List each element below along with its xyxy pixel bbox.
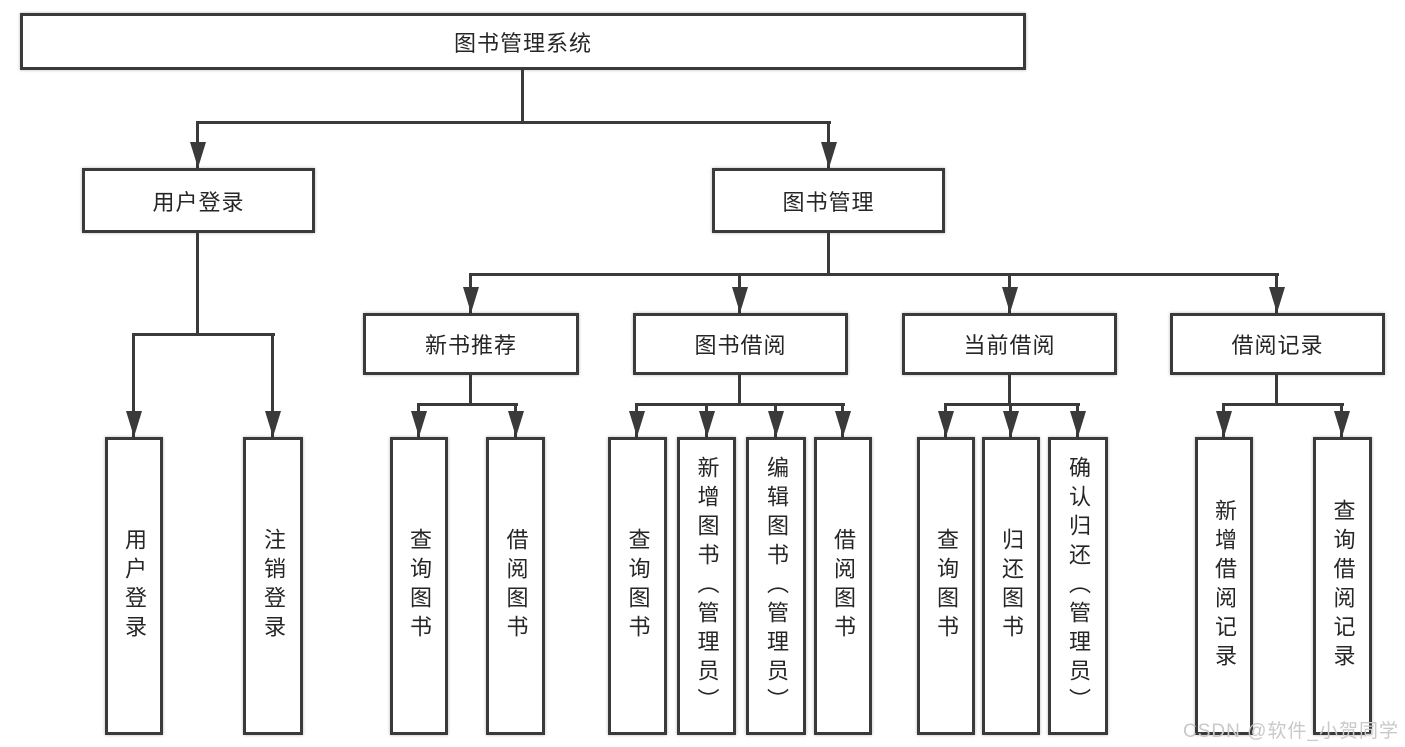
node-book-management: 图书管理 xyxy=(712,168,945,233)
connector-line xyxy=(827,233,830,275)
arrow-down-icon xyxy=(1334,411,1350,437)
leaf-label: 查询图书 xyxy=(407,528,432,644)
arrow-down-icon xyxy=(1002,287,1018,313)
node-label: 图书管理系统 xyxy=(453,30,592,56)
arrow-down-icon xyxy=(411,411,427,437)
arrow-down-icon xyxy=(768,411,784,437)
leaf-logout: 注销登录 xyxy=(243,437,303,735)
node-label: 图书管理 xyxy=(782,189,875,215)
leaf-query-books-current: 查询图书 xyxy=(917,437,975,735)
leaf-label: 查询借阅记录 xyxy=(1330,499,1356,673)
leaf-label: 编辑图书（管理员） xyxy=(764,455,789,717)
arrow-down-icon xyxy=(265,411,281,437)
node-user-login: 用户登录 xyxy=(82,168,315,233)
node-label: 新书推荐 xyxy=(424,333,517,358)
connector-line xyxy=(469,273,1279,276)
leaf-query-books-borrow: 查询图书 xyxy=(608,437,667,735)
leaf-add-borrow-record: 新增借阅记录 xyxy=(1195,437,1253,735)
leaf-label: 用户登录 xyxy=(122,528,147,644)
connector-line xyxy=(944,403,1080,406)
node-label: 当前借阅 xyxy=(963,333,1056,358)
arrow-down-icon xyxy=(1003,411,1019,437)
arrow-down-icon xyxy=(463,287,479,313)
connector-line xyxy=(1008,375,1011,405)
arrow-down-icon xyxy=(190,142,206,168)
connector-line xyxy=(196,233,199,335)
connector-line xyxy=(417,403,518,406)
leaf-label: 确认归还（管理员） xyxy=(1066,455,1091,717)
connector-line xyxy=(271,335,274,437)
node-library-management-system: 图书管理系统 xyxy=(20,13,1026,70)
connector-line xyxy=(521,70,524,123)
arrow-down-icon xyxy=(1216,411,1232,437)
leaf-confirm-return-admin: 确认归还（管理员） xyxy=(1048,437,1108,735)
connector-line xyxy=(469,375,472,405)
connector-line xyxy=(196,121,831,124)
connector-line xyxy=(132,333,275,336)
arrow-down-icon xyxy=(835,411,851,437)
leaf-borrow-book-recommend: 借阅图书 xyxy=(486,437,545,735)
node-label: 用户登录 xyxy=(152,189,245,215)
leaf-label: 新增借阅记录 xyxy=(1212,499,1237,673)
leaf-query-borrow-record: 查询借阅记录 xyxy=(1313,437,1372,735)
connector-line xyxy=(635,403,845,406)
arrow-down-icon xyxy=(699,411,715,437)
node-label: 图书借阅 xyxy=(694,333,787,358)
leaf-label: 借阅图书 xyxy=(503,528,529,644)
arrow-down-icon xyxy=(629,411,645,437)
connector-line xyxy=(132,335,135,437)
arrow-down-icon xyxy=(732,287,748,313)
leaf-label: 查询图书 xyxy=(625,528,651,644)
node-current-borrowing: 当前借阅 xyxy=(902,313,1117,375)
connector-line xyxy=(1222,403,1344,406)
leaf-edit-book-admin: 编辑图书（管理员） xyxy=(746,437,806,735)
leaf-label: 查询图书 xyxy=(934,528,959,644)
leaf-query-books-recommend: 查询图书 xyxy=(390,437,448,735)
arrow-down-icon xyxy=(1070,411,1086,437)
arrow-down-icon xyxy=(126,411,142,437)
watermark: CSDN @软件_小贺同学 xyxy=(1183,721,1399,742)
leaf-label: 新增图书（管理员） xyxy=(694,455,720,717)
leaf-label: 归还图书 xyxy=(999,528,1024,644)
connector-line xyxy=(738,375,741,405)
node-borrowing-records: 借阅记录 xyxy=(1170,313,1385,375)
leaf-borrow-book: 借阅图书 xyxy=(814,437,872,735)
arrow-down-icon xyxy=(821,142,837,168)
leaf-add-book-admin: 新增图书（管理员） xyxy=(677,437,736,735)
arrow-down-icon xyxy=(1269,287,1285,313)
node-book-borrowing: 图书借阅 xyxy=(633,313,848,375)
arrow-down-icon xyxy=(508,411,524,437)
leaf-label: 借阅图书 xyxy=(831,528,856,644)
leaf-user-login: 用户登录 xyxy=(105,437,163,735)
leaf-label: 注销登录 xyxy=(261,528,286,644)
arrow-down-icon xyxy=(938,411,954,437)
node-new-book-recommendation: 新书推荐 xyxy=(363,313,579,375)
node-label: 借阅记录 xyxy=(1231,333,1324,358)
leaf-return-book: 归还图书 xyxy=(982,437,1040,735)
connector-line xyxy=(1275,375,1278,405)
